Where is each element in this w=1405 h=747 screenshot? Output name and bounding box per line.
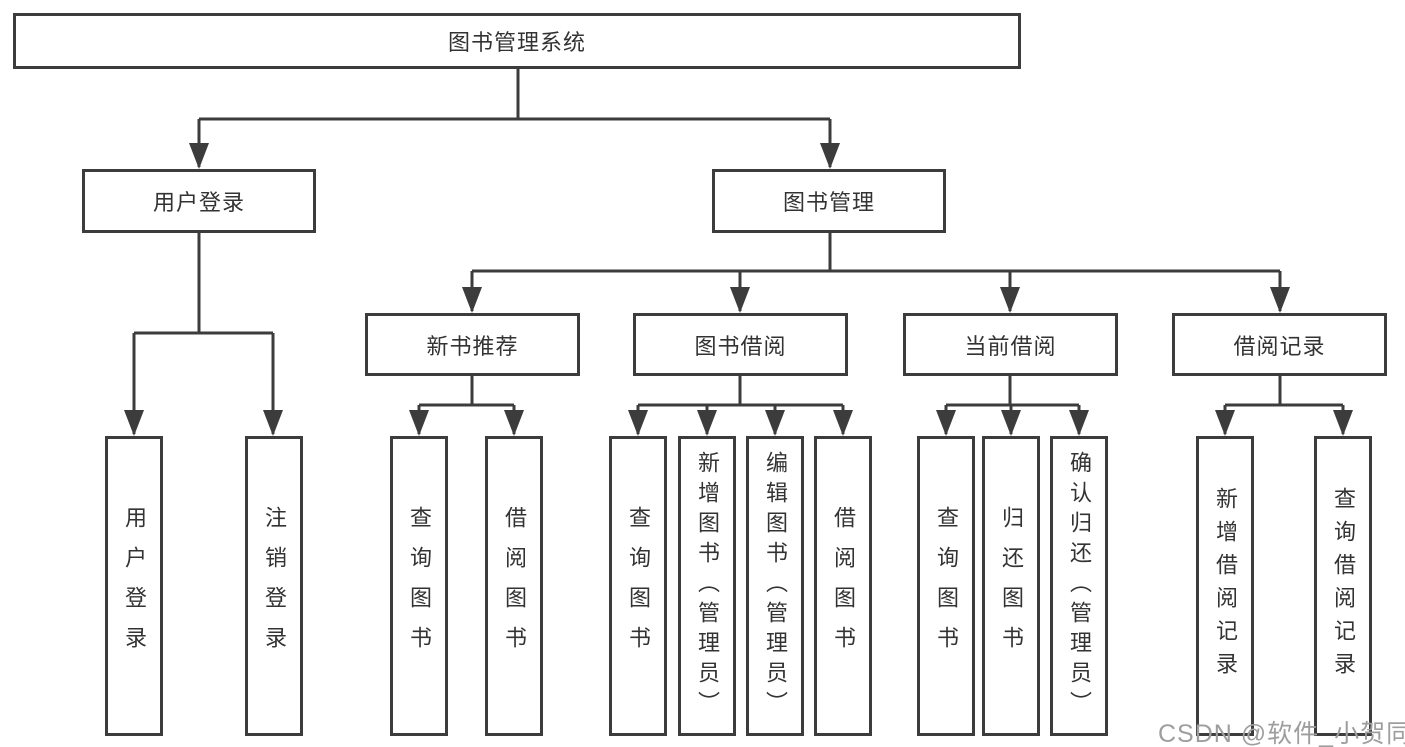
leaf-query-books-borrow: 查询图书 (609, 436, 667, 736)
node-borrowing-records-label: 借阅记录 (1233, 333, 1326, 359)
watermark: CSDN @软件_小贺同学 (1158, 720, 1405, 747)
leaf-return-books-label: 归还图书 (999, 506, 1024, 666)
leaf-add-books-admin-label: 新增图书（管理员） (695, 451, 720, 721)
node-book-borrowing-label: 图书借阅 (694, 333, 787, 359)
leaf-user-login: 用户登录 (105, 436, 163, 736)
node-user-login: 用户登录 (82, 169, 316, 233)
leaf-query-borrow-record-label: 查询借阅记录 (1331, 487, 1356, 685)
leaf-logout-label: 注销登录 (262, 506, 287, 666)
leaf-return-books: 归还图书 (982, 436, 1040, 736)
node-root-label: 图书管理系统 (447, 30, 586, 55)
leaf-borrow-books: 借阅图书 (814, 436, 872, 736)
node-root: 图书管理系统 (13, 13, 1021, 69)
leaf-query-borrow-record: 查询借阅记录 (1314, 436, 1372, 736)
node-current-borrowing: 当前借阅 (903, 313, 1118, 376)
leaf-add-borrow-record: 新增借阅记录 (1196, 436, 1254, 736)
leaf-query-books-borrow-label: 查询图书 (626, 506, 651, 666)
leaf-query-books-recommend-label: 查询图书 (407, 506, 432, 666)
leaf-add-borrow-record-label: 新增借阅记录 (1213, 487, 1238, 685)
leaf-borrow-books-label: 借阅图书 (831, 506, 856, 666)
leaf-query-books-current-label: 查询图书 (934, 506, 959, 666)
leaf-borrow-books-recommend-label: 借阅图书 (502, 506, 527, 666)
node-borrowing-records: 借阅记录 (1172, 313, 1387, 376)
leaf-borrow-books-recommend: 借阅图书 (485, 436, 543, 736)
node-new-book-recommend-label: 新书推荐 (426, 333, 519, 359)
leaf-edit-books-admin: 编辑图书（管理员） (746, 436, 804, 736)
leaf-confirm-return-admin: 确认归还（管理员） (1050, 436, 1108, 736)
node-new-book-recommend: 新书推荐 (365, 313, 580, 376)
node-current-borrowing-label: 当前借阅 (964, 333, 1057, 359)
leaf-logout: 注销登录 (245, 436, 303, 736)
node-user-login-label: 用户登录 (152, 190, 245, 215)
leaf-confirm-return-admin-label: 确认归还（管理员） (1067, 451, 1092, 721)
leaf-edit-books-admin-label: 编辑图书（管理员） (763, 451, 788, 721)
leaf-query-books-recommend: 查询图书 (390, 436, 448, 736)
leaf-user-login-label: 用户登录 (122, 506, 147, 666)
leaf-add-books-admin: 新增图书（管理员） (678, 436, 736, 736)
node-book-management-label: 图书管理 (782, 190, 875, 215)
node-book-management: 图书管理 (712, 169, 946, 233)
leaf-query-books-current: 查询图书 (917, 436, 975, 736)
node-book-borrowing: 图书借阅 (633, 313, 848, 376)
